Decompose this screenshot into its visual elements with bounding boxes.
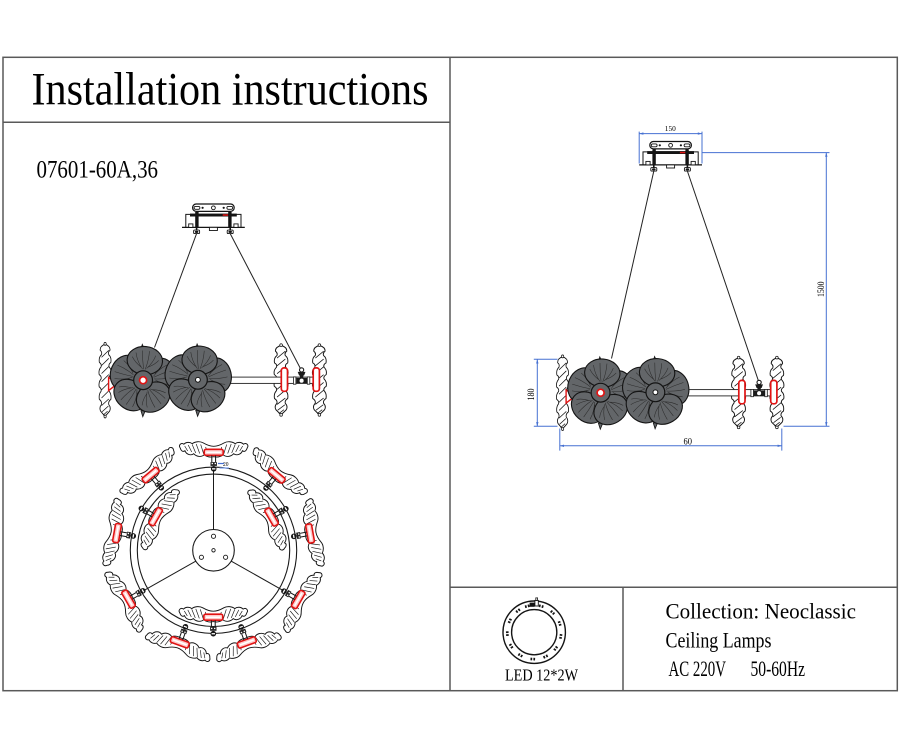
svg-text:Installation instructions: Installation instructions bbox=[32, 64, 429, 116]
svg-text:AC 220V: AC 220V bbox=[669, 656, 727, 681]
svg-text:1500: 1500 bbox=[817, 281, 827, 297]
svg-text:60: 60 bbox=[684, 437, 693, 447]
svg-text:150: 150 bbox=[665, 125, 677, 133]
svg-text:50-60Hz: 50-60Hz bbox=[751, 656, 806, 681]
svg-text:20: 20 bbox=[223, 461, 229, 468]
svg-text:Collection: Neoclassic: Collection: Neoclassic bbox=[666, 598, 857, 623]
svg-text:07601-60A,36: 07601-60A,36 bbox=[37, 157, 159, 184]
svg-text:180: 180 bbox=[527, 388, 537, 400]
svg-text:Ceiling Lamps: Ceiling Lamps bbox=[666, 627, 772, 652]
svg-text:LED 12*2W: LED 12*2W bbox=[505, 666, 579, 685]
